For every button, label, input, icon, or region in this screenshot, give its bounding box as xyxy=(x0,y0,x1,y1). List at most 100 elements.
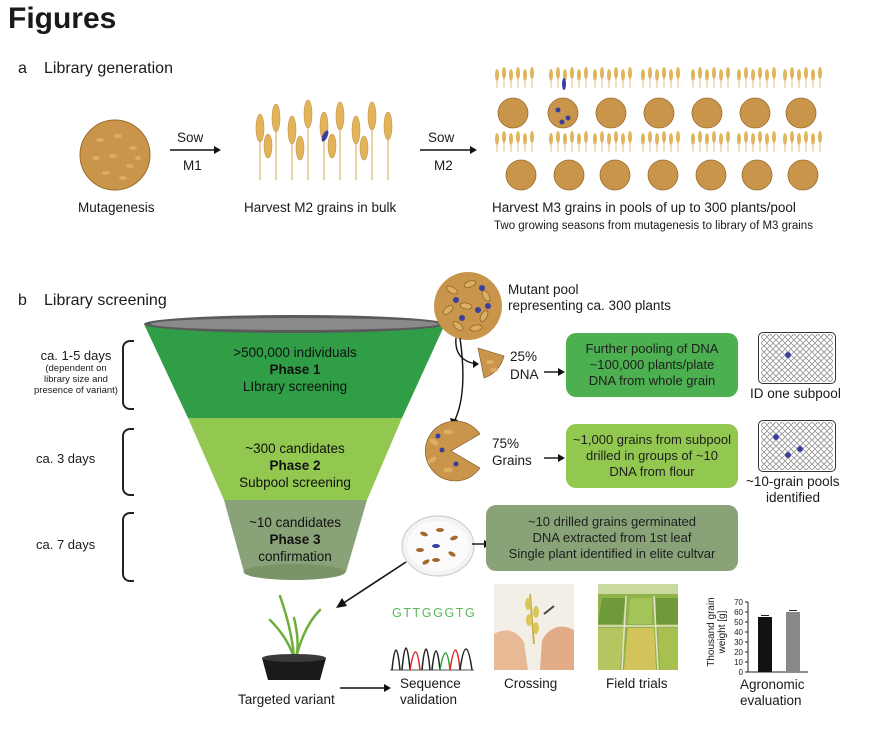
plate-well xyxy=(827,352,833,358)
plate-well xyxy=(797,334,803,340)
plate-well xyxy=(827,434,833,440)
box3-line1: ~10 drilled grains germinated xyxy=(527,514,697,529)
plate-well xyxy=(767,422,773,428)
plate-well xyxy=(767,340,773,346)
plate-well xyxy=(809,428,815,434)
plate-well xyxy=(827,464,833,470)
plate-well xyxy=(797,340,803,346)
plate-well xyxy=(779,464,785,470)
m1-label: M1 xyxy=(183,158,202,173)
petri-dish xyxy=(401,515,475,577)
plate-well xyxy=(809,434,815,440)
plate-well xyxy=(773,352,779,358)
plate-well xyxy=(827,358,833,364)
plate-well xyxy=(821,452,827,458)
plate-well xyxy=(767,428,773,434)
arrow-to-box1 xyxy=(544,368,565,376)
pct-dna-label: DNA xyxy=(510,367,539,382)
plate-well xyxy=(803,422,809,428)
plate-well xyxy=(767,440,773,446)
box1-line2: ~100,000 plants/plate xyxy=(589,357,715,372)
plate-well xyxy=(815,464,821,470)
plate-well xyxy=(761,358,767,364)
plate-well xyxy=(785,446,791,452)
box2-line1: ~1,000 grains from subpool xyxy=(573,432,731,447)
pool-split-arrows xyxy=(450,337,479,428)
days-phase1-note-2: library size and xyxy=(44,374,108,385)
phase1-count: >500,000 individuals xyxy=(233,345,357,360)
plate-well xyxy=(821,346,827,352)
mutant-pool-pile xyxy=(434,272,502,340)
plate-well xyxy=(791,358,797,364)
plate-well xyxy=(797,452,803,458)
plate-well xyxy=(803,364,809,370)
plate-well xyxy=(779,358,785,364)
plate-well xyxy=(797,376,803,382)
plate-well xyxy=(779,340,785,346)
plate-well xyxy=(773,370,779,376)
wheat-field-m2 xyxy=(255,99,393,180)
plate-well xyxy=(785,440,791,446)
plate-well xyxy=(815,422,821,428)
plate1-caption: ID one subpool xyxy=(750,386,841,401)
caption-mutagenesis: Mutagenesis xyxy=(78,200,155,215)
arrow-to-box2 xyxy=(544,454,565,462)
bar xyxy=(786,612,800,672)
plate-well xyxy=(785,358,791,364)
plate-well xyxy=(785,434,791,440)
plate-well xyxy=(773,440,779,446)
plate-well xyxy=(797,458,803,464)
plate-well xyxy=(803,428,809,434)
plate-well xyxy=(767,376,773,382)
plate-well xyxy=(767,364,773,370)
plate-well xyxy=(827,340,833,346)
plate-well xyxy=(779,434,785,440)
plate-well xyxy=(809,352,815,358)
sow-label-1: Sow xyxy=(177,130,204,145)
plate-well xyxy=(809,458,815,464)
m3-pools-grid xyxy=(494,66,822,191)
plate-well xyxy=(773,364,779,370)
plate-well xyxy=(785,422,791,428)
plate-well xyxy=(785,428,791,434)
plate-well xyxy=(815,452,821,458)
targeted-variant-label: Targeted variant xyxy=(238,692,335,707)
plate-well xyxy=(815,358,821,364)
plate-well xyxy=(803,376,809,382)
plate-well xyxy=(767,370,773,376)
positive-well xyxy=(773,434,779,440)
plate-well xyxy=(809,358,815,364)
plate-well xyxy=(761,340,767,346)
plate-well xyxy=(761,370,767,376)
plate-well xyxy=(761,376,767,382)
plate-well xyxy=(815,440,821,446)
plate-well xyxy=(767,334,773,340)
days-phase1: ca. 1-5 days xyxy=(40,348,112,363)
plate-well xyxy=(821,458,827,464)
sequence-chromatogram xyxy=(390,647,474,671)
plate-well xyxy=(803,334,809,340)
plate-well xyxy=(803,370,809,376)
box2-line2: drilled in groups of ~10 xyxy=(586,448,718,463)
plate-well xyxy=(791,334,797,340)
plate-well xyxy=(761,422,767,428)
plate-1 xyxy=(758,332,836,384)
days-phase1-note-3: presence of variant) xyxy=(34,385,118,396)
plate-well xyxy=(821,376,827,382)
crossing-label: Crossing xyxy=(504,676,558,691)
plate-well xyxy=(791,376,797,382)
plate-well xyxy=(809,364,815,370)
plate-well xyxy=(803,434,809,440)
plate-well xyxy=(809,370,815,376)
plate-well xyxy=(827,422,833,428)
plate-2 xyxy=(758,420,836,472)
agronomic-1: Agronomic xyxy=(740,677,805,692)
plate-well xyxy=(797,352,803,358)
plate-well xyxy=(815,446,821,452)
plate-well xyxy=(785,376,791,382)
brace-phase2 xyxy=(122,428,134,496)
plate-well xyxy=(821,370,827,376)
plate-well xyxy=(779,422,785,428)
plate-well xyxy=(773,458,779,464)
